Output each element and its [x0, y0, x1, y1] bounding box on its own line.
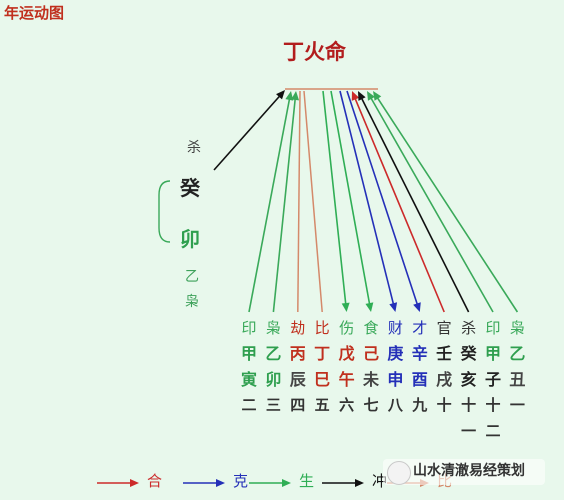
label-gui: 癸 — [180, 176, 200, 200]
col-5-god: 伤 — [339, 319, 355, 337]
col-7-branch: 申 — [387, 370, 404, 389]
arrow-col-5-head — [341, 302, 350, 312]
col-10-age2: 一 — [461, 422, 477, 440]
legend-arrow-3-head — [282, 479, 291, 487]
arrow-col-7-head — [389, 302, 398, 312]
col-3-stem: 丙 — [289, 344, 306, 363]
col-11-age: 十 — [485, 396, 501, 414]
legend-label-2: 克 — [233, 472, 249, 490]
col-2-branch: 卯 — [265, 370, 282, 389]
col-12-branch: 丑 — [509, 370, 526, 389]
col-2-god: 枭 — [265, 319, 281, 337]
col-8-branch: 酉 — [411, 370, 428, 389]
arrow-sha-head — [276, 90, 285, 100]
arrow-col-11-head — [367, 91, 375, 101]
col-6-age: 七 — [363, 396, 379, 414]
col-4-age: 五 — [314, 396, 330, 414]
col-11-stem: 甲 — [484, 344, 501, 363]
col-1-stem: 甲 — [240, 344, 257, 363]
col-10-god: 杀 — [461, 319, 477, 337]
legend-label-1: 合 — [147, 472, 163, 490]
arrow-col-2 — [272, 96, 297, 313]
col-8-age: 九 — [412, 396, 428, 414]
arrow-sha — [213, 93, 282, 171]
arrow-col-8-head — [413, 302, 421, 312]
arrow-col-9-head — [351, 91, 360, 101]
label-xiao: 枭 — [185, 294, 199, 310]
arrow-col-1 — [248, 96, 291, 313]
legend-arrow-1-head — [130, 479, 139, 487]
col-7-stem: 庚 — [387, 344, 404, 363]
label-sha: 杀 — [187, 140, 201, 156]
col-2-age: 三 — [265, 396, 281, 414]
legend-arrow-2-head — [216, 479, 225, 487]
label-yi: 乙 — [185, 269, 199, 285]
col-5-branch: 午 — [338, 370, 355, 389]
col-5-stem: 戊 — [338, 344, 355, 363]
col-4-branch: 巳 — [314, 370, 331, 389]
col-1-branch: 寅 — [240, 370, 257, 389]
col-9-stem: 壬 — [436, 344, 453, 363]
arrow-col-3 — [297, 90, 301, 313]
wechat-icon — [387, 461, 411, 485]
col-7-age: 八 — [387, 396, 403, 414]
arrow-col-2-head — [291, 91, 300, 101]
label-mao: 卯 — [180, 227, 200, 251]
col-3-god: 劫 — [290, 319, 306, 337]
col-12-age: 一 — [509, 396, 525, 414]
arrow-col-10 — [359, 96, 470, 313]
legend-arrow-4-head — [355, 479, 364, 487]
arrow-col-12-head — [373, 91, 382, 101]
col-6-branch: 未 — [362, 370, 379, 389]
watermark-text: 山水清澈易经策划 — [413, 463, 525, 479]
col-4-god: 比 — [314, 319, 330, 337]
col-6-stem: 己 — [362, 344, 379, 363]
col-9-god: 官 — [436, 319, 452, 337]
col-3-age: 四 — [290, 396, 306, 414]
arrow-col-10-head — [358, 91, 366, 101]
arrow-col-7 — [339, 90, 395, 307]
col-9-branch: 戌 — [436, 370, 453, 389]
col-9-age: 十 — [436, 396, 452, 414]
arrow-col-11 — [369, 95, 494, 313]
col-11-god: 印 — [485, 319, 501, 337]
arrow-col-4 — [303, 90, 323, 313]
col-10-age: 十 — [461, 396, 477, 414]
col-3-branch: 辰 — [289, 370, 306, 389]
col-12-god: 枭 — [509, 319, 525, 337]
arrow-col-8 — [346, 90, 419, 307]
arrow-col-5 — [322, 90, 347, 307]
col-5-age: 六 — [339, 396, 355, 414]
col-8-stem: 辛 — [411, 344, 428, 363]
arrow-col-9 — [353, 96, 445, 313]
col-4-stem: 丁 — [314, 344, 331, 363]
arrow-col-1-head — [285, 91, 294, 101]
arrow-col-6-head — [365, 302, 374, 312]
diagram-title: 丁火命 — [283, 40, 346, 64]
bracket — [158, 180, 171, 243]
arrow-col-6 — [330, 90, 371, 307]
arrow-col-12 — [375, 95, 519, 313]
col-10-branch: 亥 — [460, 370, 477, 389]
col-12-stem: 乙 — [509, 344, 526, 363]
col-10-stem: 癸 — [460, 344, 477, 363]
col-11-age2: 二 — [485, 422, 501, 440]
col-1-god: 印 — [241, 319, 257, 337]
col-2-stem: 乙 — [265, 344, 282, 363]
caption: 年运动图 — [4, 4, 65, 22]
col-1-age: 二 — [241, 396, 257, 414]
col-6-god: 食 — [363, 319, 379, 337]
col-11-branch: 子 — [484, 370, 501, 389]
col-7-god: 财 — [387, 319, 403, 337]
col-8-god: 才 — [412, 319, 428, 337]
legend-label-3: 生 — [299, 472, 315, 490]
